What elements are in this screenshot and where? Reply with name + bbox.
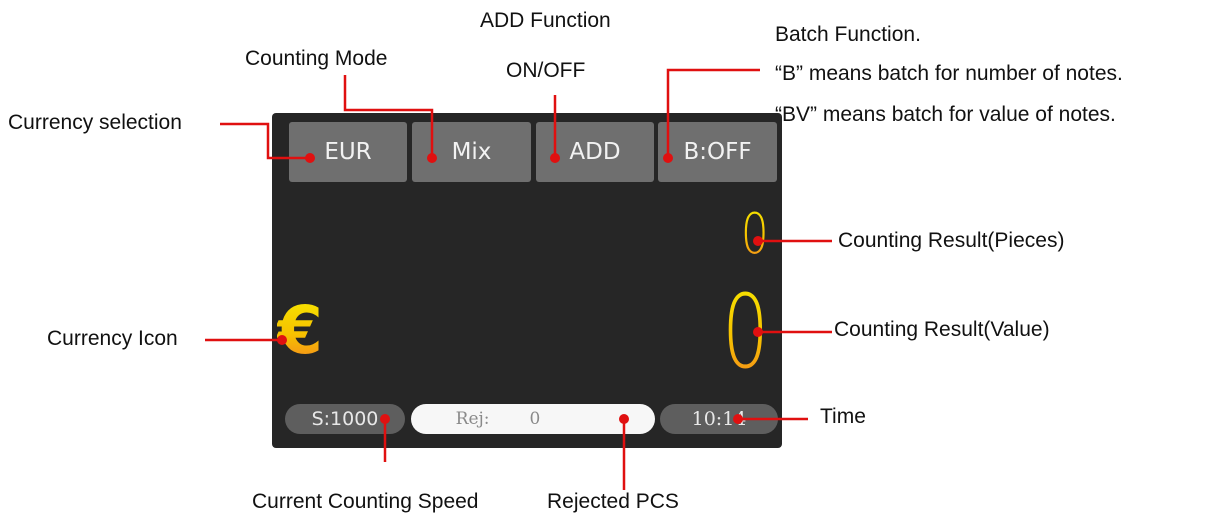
rejected-count-bar: Rej: 0 [411,404,655,434]
label-rejected-pcs: Rejected PCS [547,490,679,513]
label-currency-icon: Currency Icon [47,327,178,350]
label-counting-mode: Counting Mode [245,47,388,70]
time-display: 10:14 [660,404,778,434]
label-batch-line3: “BV” means batch for value of notes. [775,103,1116,126]
label-current-speed: Current Counting Speed [252,490,479,513]
label-batch-line1: Batch Function. [775,23,921,46]
counting-speed-badge: S:1000 [285,404,405,434]
counting-mode-tab[interactable]: Mix [412,122,531,182]
label-result-pieces: Counting Result(Pieces) [838,229,1065,252]
currency-selection-tab[interactable]: EUR [289,122,407,182]
label-add-function-line1: ADD Function [480,9,611,32]
label-currency-selection: Currency selection [8,111,182,134]
counting-result-value: 0 [722,273,769,392]
label-result-value: Counting Result(Value) [834,318,1050,341]
rejected-value: 0 [529,409,541,429]
label-add-function-line2: ON/OFF [506,59,586,82]
batch-function-tab[interactable]: B:OFF [658,122,777,182]
rejected-label: Rej: [455,409,490,429]
euro-icon: € [277,292,323,369]
label-batch-line2: “B” means batch for number of notes. [775,62,1123,85]
add-function-tab[interactable]: ADD [536,122,654,182]
counting-result-pieces: 0 [741,202,769,267]
label-time: Time [820,405,866,428]
